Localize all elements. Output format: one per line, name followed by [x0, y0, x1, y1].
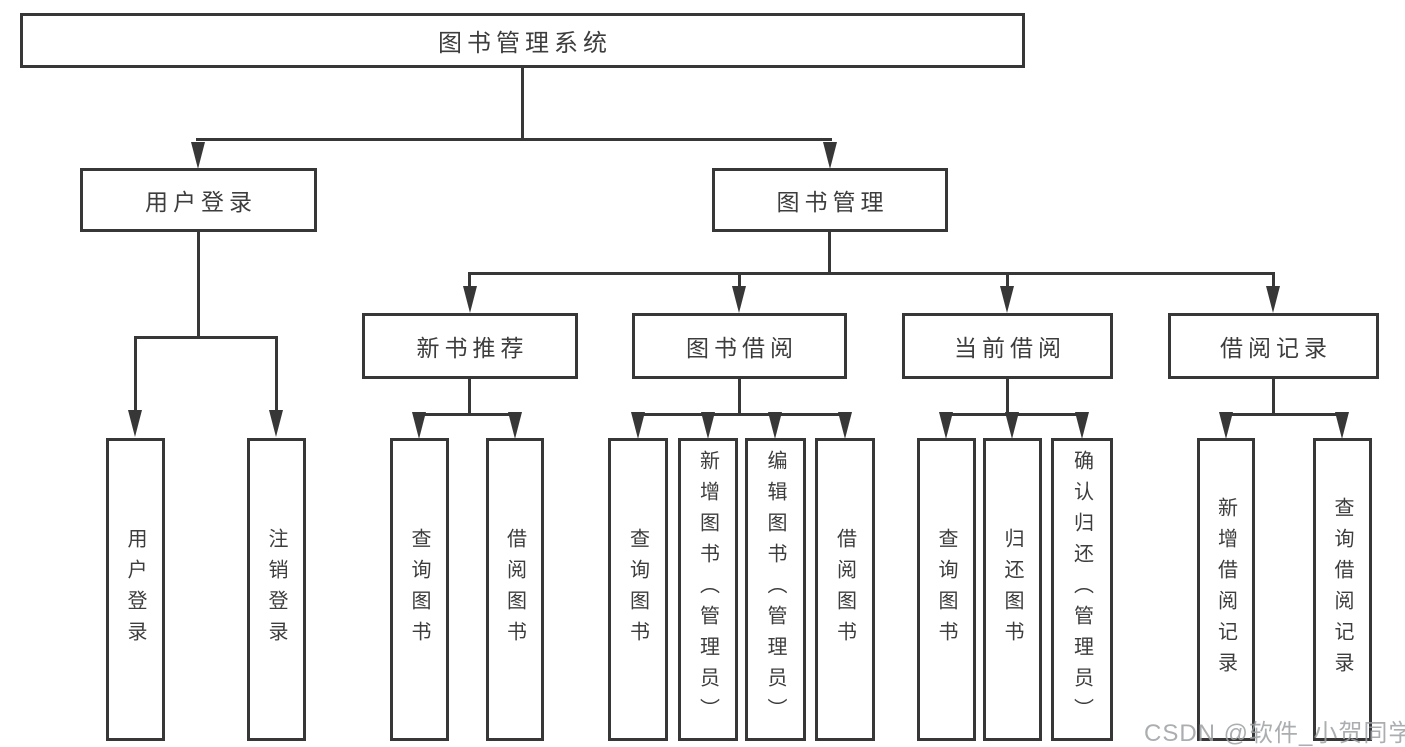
arrowhead-down-icon	[1005, 412, 1019, 439]
leaf-add-books-admin: 新增图书（管理员）	[678, 438, 738, 741]
leaf-query-books-borrow: 查询图书	[608, 438, 668, 741]
arrowhead-down-icon	[631, 412, 645, 439]
connector-line	[1006, 272, 1009, 289]
arrowhead-down-icon	[1000, 286, 1014, 313]
connector-line	[828, 232, 831, 272]
connector-line	[738, 272, 741, 289]
leaf-edit-books-admin: 编辑图书（管理员）	[745, 438, 806, 741]
leaf-borrow-books: 借阅图书	[815, 438, 875, 741]
leaf-logout: 注销登录	[247, 438, 306, 741]
connector-line	[1272, 272, 1275, 289]
arrowhead-down-icon	[838, 412, 852, 439]
leaf-query-books-recommend: 查询图书	[390, 438, 449, 741]
connector-line	[1272, 379, 1275, 414]
connector-line	[636, 413, 847, 416]
node-book-borrow: 图书借阅	[632, 313, 847, 379]
node-book-management: 图书管理	[712, 168, 948, 232]
leaf-borrow-books-recommend: 借阅图书	[486, 438, 544, 741]
arrowhead-down-icon	[823, 142, 837, 169]
node-current-borrow: 当前借阅	[902, 313, 1113, 379]
connector-line	[1006, 379, 1009, 414]
node-new-book-recommend: 新书推荐	[362, 313, 578, 379]
connector-line	[521, 68, 524, 138]
arrowhead-down-icon	[508, 412, 522, 439]
connector-line	[197, 232, 200, 336]
arrowhead-down-icon	[269, 410, 283, 437]
connector-line	[468, 272, 471, 289]
connector-line	[468, 272, 1275, 275]
leaf-confirm-return-admin: 确认归还（管理员）	[1051, 438, 1113, 741]
arrowhead-down-icon	[191, 142, 205, 169]
connector-line	[1224, 413, 1344, 416]
arrowhead-down-icon	[1335, 412, 1349, 439]
arrowhead-down-icon	[768, 412, 782, 439]
node-borrow-records: 借阅记录	[1168, 313, 1379, 379]
leaf-add-borrow-record: 新增借阅记录	[1197, 438, 1255, 741]
arrowhead-down-icon	[128, 410, 142, 437]
connector-line	[468, 379, 471, 414]
arrowhead-down-icon	[732, 286, 746, 313]
connector-line	[134, 336, 137, 410]
arrowhead-down-icon	[463, 286, 477, 313]
node-library-system: 图书管理系统	[20, 13, 1025, 68]
leaf-query-books-current: 查询图书	[917, 438, 976, 741]
node-user-login: 用户登录	[80, 168, 317, 232]
leaf-return-books: 归还图书	[983, 438, 1042, 741]
leaf-query-borrow-record: 查询借阅记录	[1313, 438, 1372, 741]
arrowhead-down-icon	[1266, 286, 1280, 313]
leaf-user-login: 用户登录	[106, 438, 165, 741]
connector-line	[418, 413, 517, 416]
arrowhead-down-icon	[412, 412, 426, 439]
arrowhead-down-icon	[1075, 412, 1089, 439]
arrowhead-down-icon	[701, 412, 715, 439]
connector-line	[134, 336, 278, 339]
arrowhead-down-icon	[939, 412, 953, 439]
connector-line	[738, 379, 741, 414]
csdn-watermark: CSDN @软件_小贺同学	[1144, 720, 1405, 747]
arrowhead-down-icon	[1219, 412, 1233, 439]
connector-line	[275, 336, 278, 410]
connector-line	[196, 138, 832, 141]
